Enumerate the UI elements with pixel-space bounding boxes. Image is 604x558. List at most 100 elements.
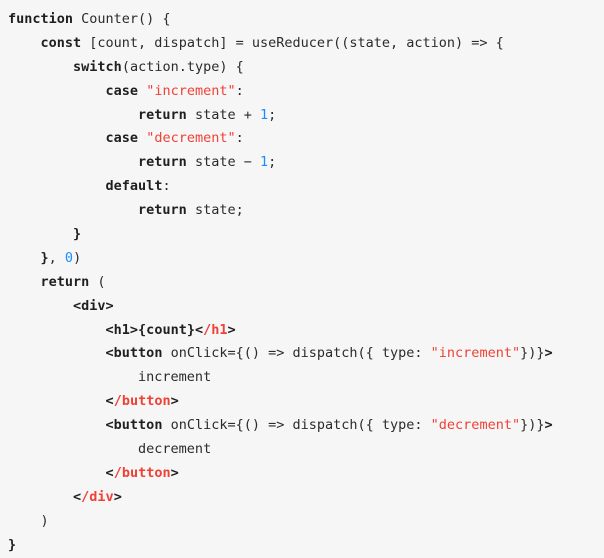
code-token-plain: state −: [186, 154, 260, 171]
code-line: }, 0): [8, 247, 604, 271]
code-token-plain: [8, 130, 106, 146]
code-line: return state + 1;: [8, 104, 604, 128]
code-token-bold: <button: [105, 345, 163, 362]
code-token-kw: switch: [73, 58, 122, 75]
code-token-kw: case: [105, 82, 139, 99]
code-token-plain: [8, 465, 106, 481]
code-line: return state;: [8, 199, 604, 223]
code-token-plain: (action.type) {: [121, 58, 244, 75]
code-token-plain: [8, 250, 41, 266]
code-token-plain: [138, 130, 146, 146]
code-line: return state − 1;: [8, 151, 604, 175]
code-token-plain: [8, 202, 138, 218]
code-token-str: "decrement": [430, 417, 521, 434]
code-token-plain: [count, dispatch] = useReducer((state, a…: [81, 34, 504, 51]
code-token-kw: const: [40, 34, 82, 51]
code-token-kw: return: [40, 273, 90, 290]
code-token-kw: return: [138, 154, 187, 171]
code-token-plain: [8, 298, 73, 314]
code-token-bold: <div>: [73, 297, 114, 314]
code-token-punct: }: [40, 249, 49, 266]
code-token-plain: [8, 489, 73, 505]
code-token-bold: <: [105, 464, 114, 481]
code-line: ): [8, 510, 604, 534]
code-token-tagclose: /div: [81, 488, 114, 505]
code-token-plain: [8, 417, 106, 433]
code-token-kw: default: [105, 178, 163, 195]
code-token-plain: ;: [268, 106, 277, 123]
code-token-bold: <: [105, 393, 114, 410]
code-line: }: [8, 223, 604, 247]
code-line: <div>: [8, 295, 604, 319]
code-token-plain: [8, 154, 138, 170]
code-token-plain: [8, 59, 73, 75]
code-line: }: [8, 534, 604, 558]
code-token-plain: increment: [8, 369, 212, 386]
code-token-bold: <button: [105, 417, 163, 434]
code-token-plain: :: [235, 130, 244, 147]
code-line: increment: [8, 366, 604, 390]
code-token-num: 1: [259, 154, 269, 171]
code-token-plain: Counter() {: [73, 11, 171, 27]
code-line: switch(action.type) {: [8, 56, 604, 80]
code-token-plain: state;: [186, 202, 244, 219]
code-token-plain: :: [162, 178, 171, 195]
code-token-kw: case: [105, 130, 139, 147]
code-token-punct: }: [73, 226, 82, 243]
code-token-kw: return: [138, 106, 187, 123]
code-token-plain: :: [235, 82, 244, 99]
code-line: return (: [8, 271, 604, 295]
code-token-plain: [8, 274, 41, 290]
code-token-plain: [8, 83, 106, 99]
code-token-plain: [8, 345, 106, 361]
code-token-kw: return: [138, 202, 187, 219]
code-token-bold: <h1>{count}<: [105, 321, 204, 338]
code-token-str: "increment": [146, 82, 236, 99]
code-token-tagclose: /button: [113, 464, 171, 481]
code-token-bold: >: [170, 393, 179, 410]
code-token-tagclose: /h1: [203, 321, 228, 338]
code-line: function Counter() {: [8, 8, 604, 32]
code-token-tagclose: /button: [113, 393, 171, 410]
code-token-plain: [8, 178, 106, 194]
code-line: case "decrement":: [8, 127, 604, 151]
code-token-plain: state +: [186, 106, 260, 123]
code-token-plain: [8, 322, 106, 338]
code-token-kw: function: [8, 11, 74, 27]
code-line: </button>: [8, 390, 604, 414]
code-line: </button>: [8, 462, 604, 486]
code-token-bold: >: [113, 488, 122, 505]
code-token-plain: (: [89, 273, 106, 290]
code-token-bold: <: [73, 488, 82, 505]
code-token-plain: })}: [520, 345, 545, 362]
code-token-plain: onClick={() => dispatch({ type:: [162, 417, 431, 434]
code-token-bold: >: [227, 321, 236, 338]
code-token-str: "decrement": [146, 130, 236, 147]
code-token-plain: [8, 393, 106, 409]
code-line: <h1>{count}</h1>: [8, 319, 604, 343]
code-token-bold: >: [170, 464, 179, 481]
code-token-plain: [8, 107, 138, 123]
code-token-plain: [8, 35, 41, 51]
code-token-plain: ): [8, 512, 49, 529]
code-token-str: "increment": [430, 345, 521, 362]
code-line: case "increment":: [8, 80, 604, 104]
code-token-plain: })}: [520, 417, 545, 434]
code-line: </div>: [8, 486, 604, 510]
code-token-punct: }: [8, 536, 17, 553]
code-token-plain: ,: [48, 249, 65, 266]
code-token-plain: decrement: [8, 441, 212, 458]
code-line: <button onClick={() => dispatch({ type: …: [8, 342, 604, 366]
code-line: <button onClick={() => dispatch({ type: …: [8, 414, 604, 438]
code-token-plain: ): [73, 249, 82, 266]
code-token-plain: onClick={() => dispatch({ type:: [162, 345, 431, 362]
code-token-plain: ;: [268, 154, 277, 171]
code-token-num: 1: [259, 106, 269, 123]
code-line: decrement: [8, 438, 604, 462]
code-line: const [count, dispatch] = useReducer((st…: [8, 32, 604, 56]
code-token-plain: [138, 83, 146, 99]
code-token-num: 0: [64, 249, 74, 266]
code-token-bold: >: [544, 417, 553, 434]
code-token-plain: [8, 226, 73, 242]
